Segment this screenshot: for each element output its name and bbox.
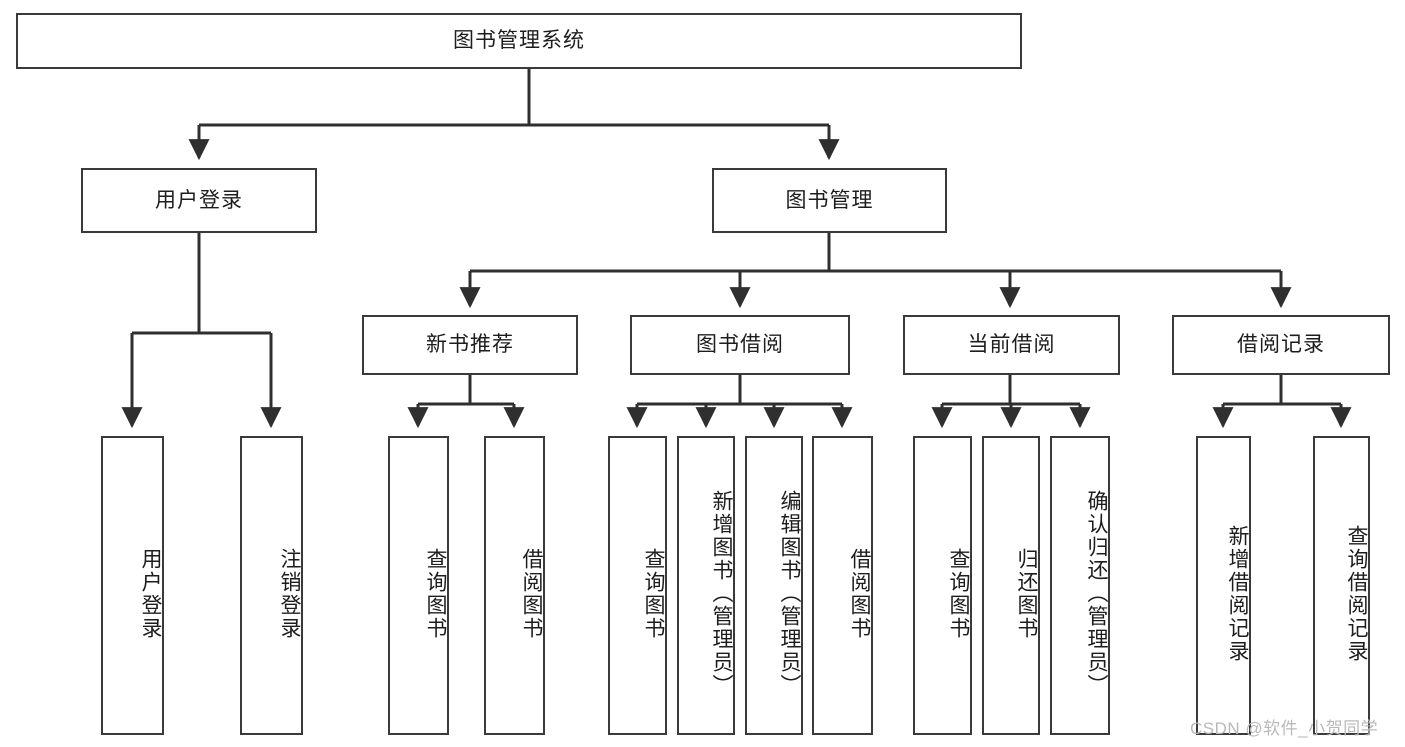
leaf-query-book-newbook[interactable]: 查询图书 bbox=[388, 436, 449, 735]
leaf-query-book-borrow[interactable]: 查询图书 bbox=[608, 436, 667, 735]
leaf-add-book-admin-label: 新增图书（管理员） bbox=[710, 490, 733, 697]
leaf-logout-label: 注销登录 bbox=[278, 547, 301, 640]
leaf-query-borrow-record-label: 查询借阅记录 bbox=[1345, 524, 1368, 663]
watermark: CSDN @软件_小贺同学 bbox=[1190, 719, 1379, 738]
leaf-add-borrow-record[interactable]: 新增借阅记录 bbox=[1196, 436, 1251, 735]
leaf-borrow-book-label: 借阅图书 bbox=[848, 547, 871, 640]
node-user-login-label: 用户登录 bbox=[155, 188, 243, 212]
node-user-login[interactable]: 用户登录 bbox=[81, 168, 317, 233]
leaf-edit-book-admin-label: 编辑图书（管理员） bbox=[778, 490, 801, 697]
leaf-return-book-label: 归还图书 bbox=[1015, 547, 1038, 640]
leaf-query-book-newbook-label: 查询图书 bbox=[424, 547, 447, 640]
node-current-borrow-label: 当前借阅 bbox=[967, 333, 1056, 357]
leaf-query-book-borrow-label: 查询图书 bbox=[642, 547, 665, 640]
leaf-borrow-book-newbook[interactable]: 借阅图书 bbox=[484, 436, 545, 735]
leaf-user-login-label: 用户登录 bbox=[139, 547, 162, 640]
node-root[interactable]: 图书管理系统 bbox=[16, 13, 1022, 69]
node-current-borrow[interactable]: 当前借阅 bbox=[903, 315, 1120, 375]
node-book-management-label: 图书管理 bbox=[785, 188, 874, 212]
node-new-book-recommend[interactable]: 新书推荐 bbox=[362, 315, 578, 375]
leaf-query-book-current-label: 查询图书 bbox=[947, 547, 970, 640]
leaf-borrow-book[interactable]: 借阅图书 bbox=[812, 436, 873, 735]
leaf-query-borrow-record[interactable]: 查询借阅记录 bbox=[1313, 436, 1370, 735]
node-new-book-recommend-label: 新书推荐 bbox=[426, 333, 514, 357]
node-root-label: 图书管理系统 bbox=[453, 29, 585, 53]
leaf-confirm-return-admin-label: 确认归还（管理员） bbox=[1085, 490, 1108, 697]
leaf-confirm-return-admin[interactable]: 确认归还（管理员） bbox=[1050, 436, 1110, 735]
leaf-edit-book-admin[interactable]: 编辑图书（管理员） bbox=[745, 436, 803, 735]
leaf-add-book-admin[interactable]: 新增图书（管理员） bbox=[677, 436, 735, 735]
node-book-management[interactable]: 图书管理 bbox=[712, 168, 947, 233]
node-borrow-record-label: 借阅记录 bbox=[1237, 333, 1325, 357]
node-borrow-record[interactable]: 借阅记录 bbox=[1172, 315, 1390, 375]
leaf-user-login[interactable]: 用户登录 bbox=[101, 436, 164, 735]
leaf-borrow-book-newbook-label: 借阅图书 bbox=[520, 547, 543, 640]
leaf-add-borrow-record-label: 新增借阅记录 bbox=[1226, 524, 1249, 663]
node-book-borrow-label: 图书借阅 bbox=[696, 333, 784, 357]
node-book-borrow[interactable]: 图书借阅 bbox=[630, 315, 850, 375]
leaf-logout[interactable]: 注销登录 bbox=[240, 436, 303, 735]
leaf-return-book[interactable]: 归还图书 bbox=[982, 436, 1040, 735]
leaf-query-book-current[interactable]: 查询图书 bbox=[913, 436, 972, 735]
